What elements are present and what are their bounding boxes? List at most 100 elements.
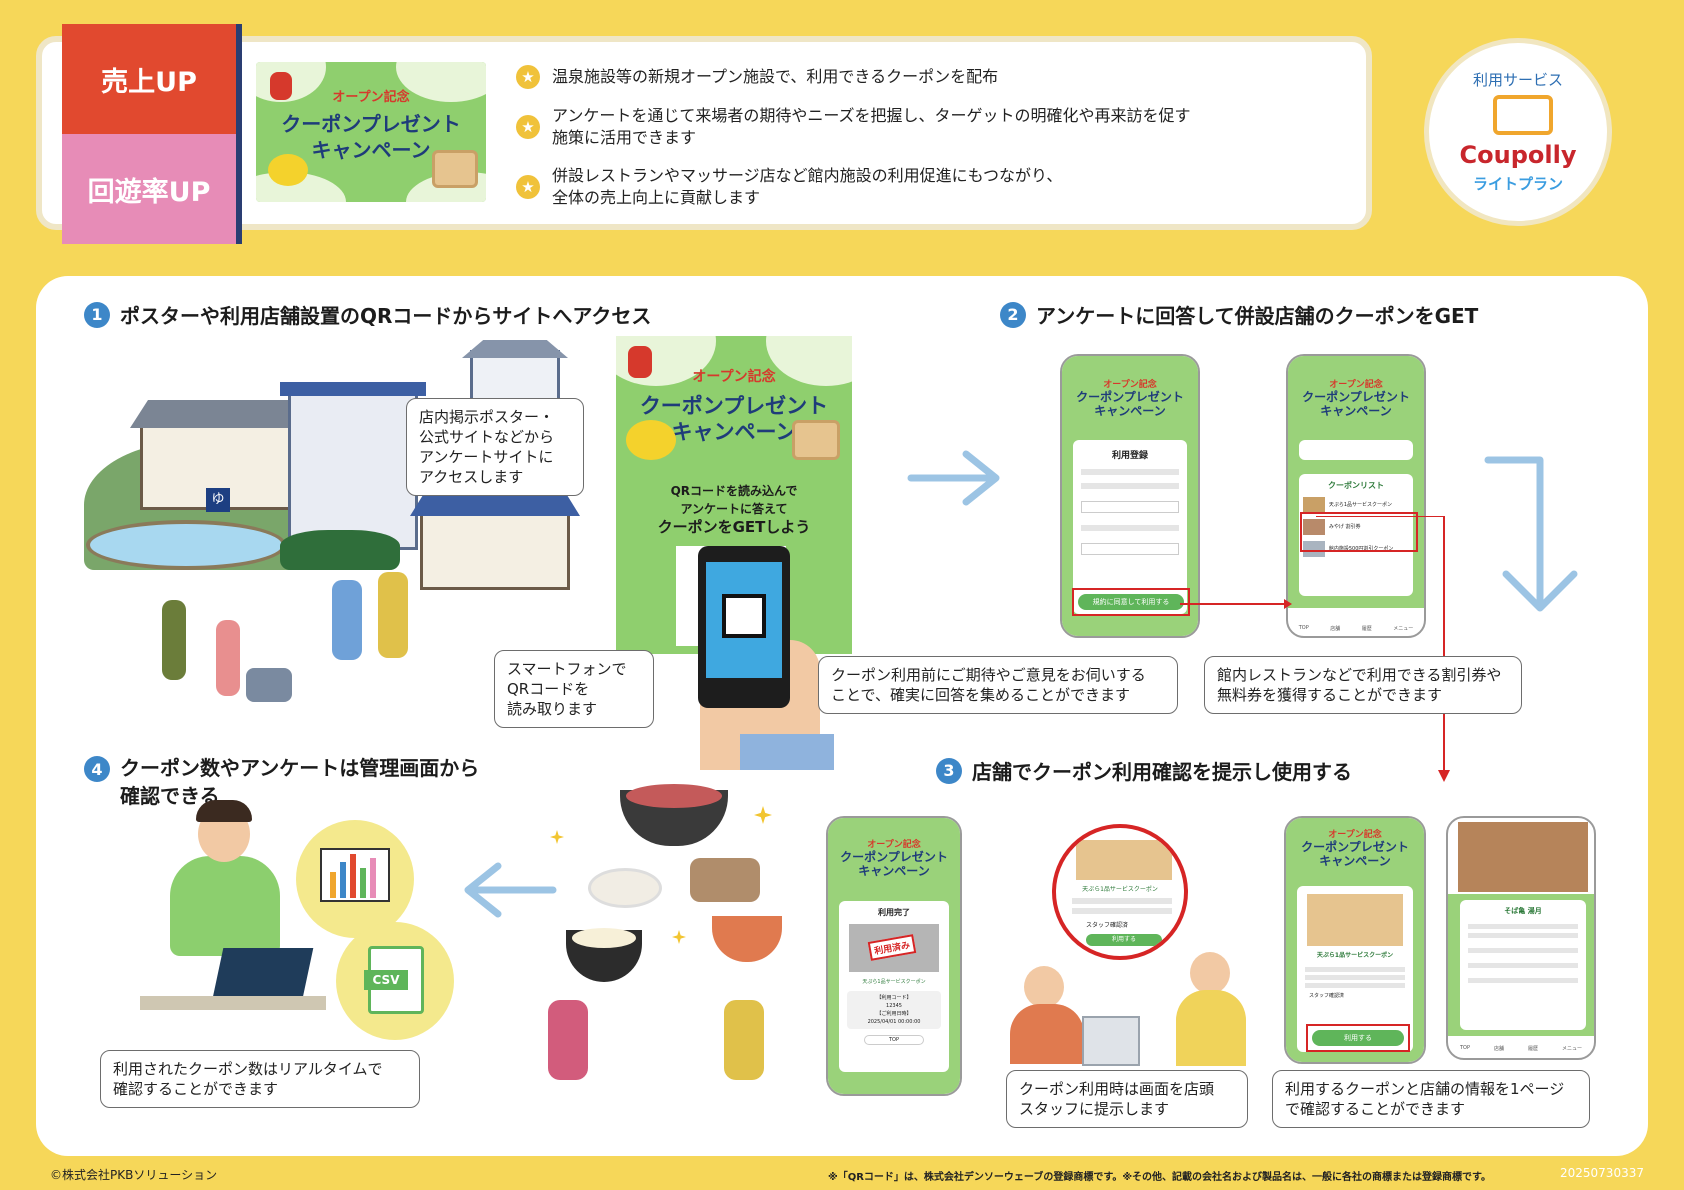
- text-placeholder: [1468, 924, 1578, 929]
- nav-top[interactable]: TOP: [1459, 1045, 1470, 1051]
- diner-man: [724, 1000, 764, 1080]
- poster-title-2: キャンペーン: [671, 420, 797, 444]
- rubber-duck-icon: [626, 420, 676, 460]
- wash-bucket-icon: [792, 420, 840, 460]
- text-placeholder: [1468, 948, 1578, 953]
- text-placeholder: [1072, 898, 1172, 904]
- text-placeholder: [1080, 525, 1180, 531]
- ticket-icon: [1493, 95, 1553, 135]
- tempura-photo: [1076, 840, 1172, 880]
- zoom-staff-check: スタッフ確認済: [1086, 922, 1129, 929]
- person-mother: [216, 620, 240, 696]
- egg: [572, 928, 636, 948]
- nav-history[interactable]: 履歴: [1361, 626, 1372, 632]
- used-title: 利用完了: [878, 907, 910, 917]
- usage-info: 【利用コード】 12345 【ご利用日時】 2025/04/01 00:00:0…: [846, 990, 942, 1029]
- used-sheet: 利用完了 利用済み 天ぷら1品サービスクーポン 【利用コード】 12345 【ご…: [838, 900, 950, 1072]
- brand-name: Coupolly: [1459, 141, 1577, 169]
- stroller: [246, 668, 292, 702]
- coupon-list-title: クーポンリスト: [1328, 480, 1384, 490]
- coupon-list-item[interactable]: 館内施設500円割引クーポン: [1302, 540, 1409, 557]
- wash-bucket-icon: [432, 150, 478, 188]
- nav-shop[interactable]: 店舗: [1493, 1046, 1504, 1052]
- coupon-thumb: [1302, 518, 1325, 535]
- nav-top[interactable]: TOP: [1298, 625, 1309, 631]
- bottom-nav: TOP 店舗 履歴 メニュー: [1448, 1045, 1594, 1052]
- banner-title-2: キャンペーン: [311, 138, 431, 162]
- agree-button[interactable]: 規約に同意して利用する: [1078, 594, 1184, 610]
- step-title: ポスターや利用店舗設置のQRコードからサイトへアクセス: [120, 304, 652, 328]
- survey-select[interactable]: [1080, 501, 1180, 513]
- phone-kicker: オープン記念: [867, 840, 921, 850]
- coupon-list-item[interactable]: 天ぷら1品サービスクーポン: [1302, 496, 1409, 513]
- nav-shop[interactable]: 店舗: [1330, 626, 1341, 632]
- coupon-list-item[interactable]: みやげ 割引券: [1302, 518, 1409, 535]
- bath-house-roof: [410, 494, 580, 516]
- coupon-thumb: [1302, 540, 1325, 557]
- poster-kicker: オープン記念: [692, 369, 776, 385]
- arrow-down-icon: [1484, 456, 1578, 612]
- qr-code-icon: [722, 594, 766, 638]
- phone-kicker: オープン記念: [1103, 380, 1157, 390]
- tag-loop-rate-up: 回遊率UP: [62, 134, 236, 244]
- text-placeholder: [1080, 469, 1180, 475]
- bubble-qr-scan: スマートフォンで QRコードを 読み取ります: [494, 650, 654, 728]
- coupon-name: 天ぷら1品サービスクーポン: [1316, 952, 1394, 960]
- phone-title-1: クーポンプレゼント: [1302, 390, 1410, 404]
- poster-cta-2: アンケートに答えて: [680, 502, 788, 516]
- text-placeholder: [1468, 978, 1578, 983]
- service-label: 利用サービス: [1472, 71, 1563, 89]
- trademark-note: ※「QRコード」は、株式会社デンソーウェーブの登録商標です。※その他、記載の会社…: [828, 1172, 1492, 1183]
- customer-body: [1176, 990, 1246, 1066]
- hotel-building: [288, 390, 418, 550]
- copyright: ©株式会社PKBソリューション: [50, 1168, 218, 1182]
- step-2-heading: 2 アンケートに回答して併設店舗のクーポンをGET: [1000, 300, 1478, 329]
- coupon-list-sheet: クーポンリスト 天ぷら1品サービスクーポン みやげ 割引券 館内施設500円割引…: [1298, 473, 1414, 596]
- usage-date-label: 【ご利用日時】: [876, 1010, 912, 1017]
- used-coupon-name: 天ぷら1品サービスクーポン: [862, 978, 926, 985]
- phone-header: [1286, 818, 1424, 877]
- service-badge: 利用サービス Coupolly ライトプラン: [1424, 38, 1612, 226]
- csv-thought-bubble: CSV: [336, 922, 454, 1040]
- sleeve: [740, 734, 834, 770]
- star-icon: ★: [516, 115, 540, 139]
- top-button[interactable]: TOP: [864, 1034, 924, 1045]
- poster-cta-3: クーポンをGETしよう: [657, 518, 811, 536]
- document-id: 20250730337: [1560, 1166, 1644, 1180]
- text-placeholder: [1305, 983, 1405, 989]
- banner-title-1: クーポンプレゼント: [281, 112, 461, 136]
- rubber-duck-icon: [268, 154, 308, 186]
- cash-register: [1082, 1016, 1140, 1066]
- csv-label: CSV: [364, 970, 408, 990]
- bar: [370, 858, 376, 898]
- step-number: 4: [84, 756, 110, 782]
- chart-thought-bubble: [296, 820, 414, 938]
- zoom-use-button[interactable]: 利用する: [1086, 934, 1162, 946]
- use-button[interactable]: 利用する: [1312, 1030, 1404, 1046]
- register-sheet: 利用登録: [1072, 440, 1188, 614]
- register-title: 利用登録: [1111, 451, 1148, 461]
- nav-history[interactable]: 履歴: [1527, 1046, 1538, 1052]
- coupon-item-label: 館内施設500円割引クーポン: [1328, 546, 1394, 553]
- step-number: 2: [1000, 301, 1026, 328]
- step-number: 3: [936, 757, 962, 784]
- phone-header: [1288, 356, 1424, 429]
- usage-code: 12345: [886, 1002, 902, 1009]
- text-placeholder: [1305, 967, 1405, 973]
- used-stamp: 利用済み: [867, 933, 916, 961]
- arrow-right-icon: [907, 450, 1000, 506]
- phone-header: [1062, 356, 1198, 429]
- survey-input[interactable]: [1080, 543, 1180, 555]
- nav-menu[interactable]: メニュー: [1393, 626, 1414, 632]
- benefit-text: 温泉施設等の新規オープン施設で、利用できるクーポンを配布: [552, 67, 999, 86]
- lantern-icon: [628, 346, 652, 378]
- bubble-poster-access: 店内掲示ポスター・ 公式サイトなどから アンケートサイトに アクセスします: [406, 398, 584, 496]
- desk: [140, 996, 326, 1010]
- bubble-realtime: 利用されたクーポン数はリアルタイムで 確認することができます: [100, 1050, 420, 1108]
- nav-menu[interactable]: メニュー: [1561, 1046, 1582, 1052]
- staff-check[interactable]: スタッフ確認済: [1309, 993, 1345, 1000]
- campaign-banner: オープン記念 クーポンプレゼント キャンペーン: [256, 62, 486, 202]
- step-4-heading: 4 クーポン数やアンケートは管理画面から 確認できる: [84, 756, 479, 810]
- used-photo: 利用済み: [848, 923, 940, 972]
- text-placeholder: [1468, 933, 1578, 938]
